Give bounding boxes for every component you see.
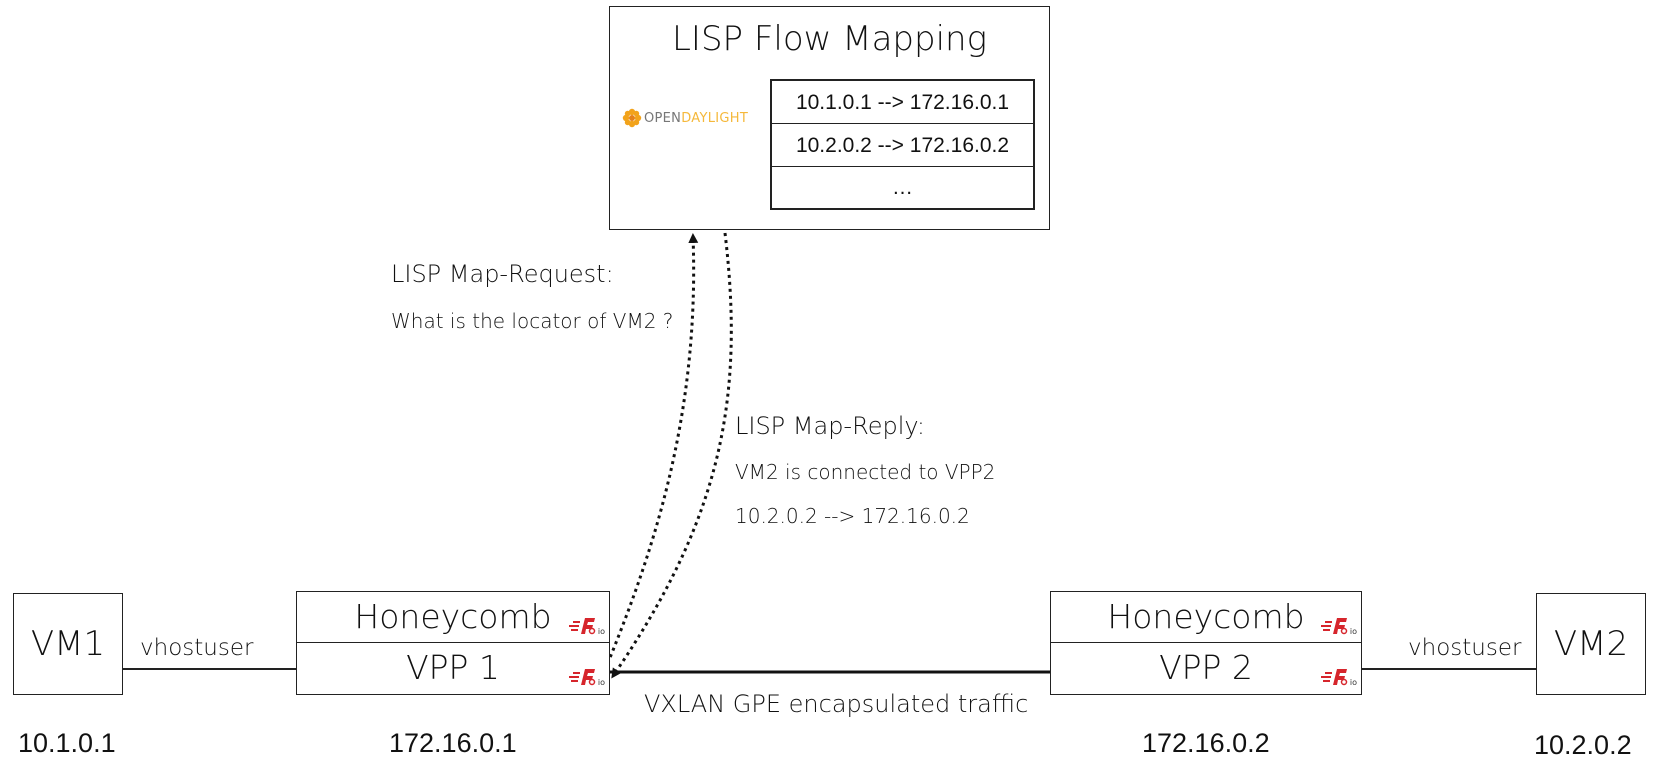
opendaylight-logo: OPEN DAYLIGHT <box>622 107 748 129</box>
vm1-label: VM1 <box>30 624 106 664</box>
tunnel-label: VXLAN GPE encapsulated traffic <box>644 690 1029 718</box>
mapping-table: 10.1.0.1 --> 172.16.0.1 10.2.0.2 --> 172… <box>770 79 1035 210</box>
fdio-logo-text: io <box>1349 678 1357 687</box>
fdio-logo-icon: io <box>567 614 605 636</box>
map-request-arrow <box>603 233 699 671</box>
host1-ip: 172.16.0.1 <box>389 728 517 758</box>
map-reply-title: LISP Map-Reply: <box>735 412 925 440</box>
host1-honeycomb-section: Honeycomb io <box>297 592 609 643</box>
host1-box: Honeycomb io VPP 1 io <box>296 591 610 695</box>
fdio-logo-icon: io <box>567 665 605 687</box>
controller-title: LISP Flow Mapping <box>671 19 987 59</box>
mapping-row: 10.2.0.2 --> 172.16.0.2 <box>772 124 1033 167</box>
host1-honeycomb-label: Honeycomb <box>354 597 552 636</box>
map-reply-line2: 10.2.0.2 --> 172.16.0.2 <box>735 504 970 528</box>
vm2-link-label: vhostuser <box>1408 635 1522 661</box>
map-reply-line1: VM2 is connected to VPP2 <box>735 460 996 484</box>
mapping-row: 10.1.0.1 --> 172.16.0.1 <box>772 81 1033 124</box>
map-reply-arrow <box>611 232 733 679</box>
vm1-box: VM1 <box>13 593 123 695</box>
mapping-row-ellipsis: … <box>892 176 913 199</box>
host2-honeycomb-label: Honeycomb <box>1107 597 1305 636</box>
host2-box: Honeycomb io VPP 2 io <box>1050 591 1362 695</box>
map-request-title: LISP Map-Request: <box>391 260 614 288</box>
host2-honeycomb-section: Honeycomb io <box>1051 592 1361 643</box>
fdio-logo-text: io <box>597 678 605 687</box>
vm2-ip: 10.2.0.2 <box>1534 730 1632 760</box>
map-request-text: What is the locator of VM2 ? <box>391 309 674 333</box>
host1-vpp-label: VPP 1 <box>406 648 500 687</box>
opendaylight-logo-open: OPEN <box>644 110 682 126</box>
lisp-flow-mapping-box: LISP Flow Mapping OPEN DAYLIGHT 10.1.0.1… <box>609 6 1050 230</box>
vm1-link-label: vhostuser <box>140 635 254 661</box>
fdio-logo-icon: io <box>1319 665 1357 687</box>
fdio-logo-text: io <box>1349 627 1357 636</box>
fdio-logo-text: io <box>597 627 605 636</box>
fdio-logo-icon: io <box>1319 614 1357 636</box>
vm2-label: VM2 <box>1553 624 1629 664</box>
opendaylight-logo-daylight: DAYLIGHT <box>681 110 749 126</box>
opendaylight-flower-icon <box>622 108 642 128</box>
host2-vpp-label: VPP 2 <box>1159 648 1253 687</box>
vm1-ip: 10.1.0.1 <box>18 728 116 758</box>
vm2-box: VM2 <box>1536 593 1646 695</box>
host2-ip: 172.16.0.2 <box>1142 728 1270 758</box>
